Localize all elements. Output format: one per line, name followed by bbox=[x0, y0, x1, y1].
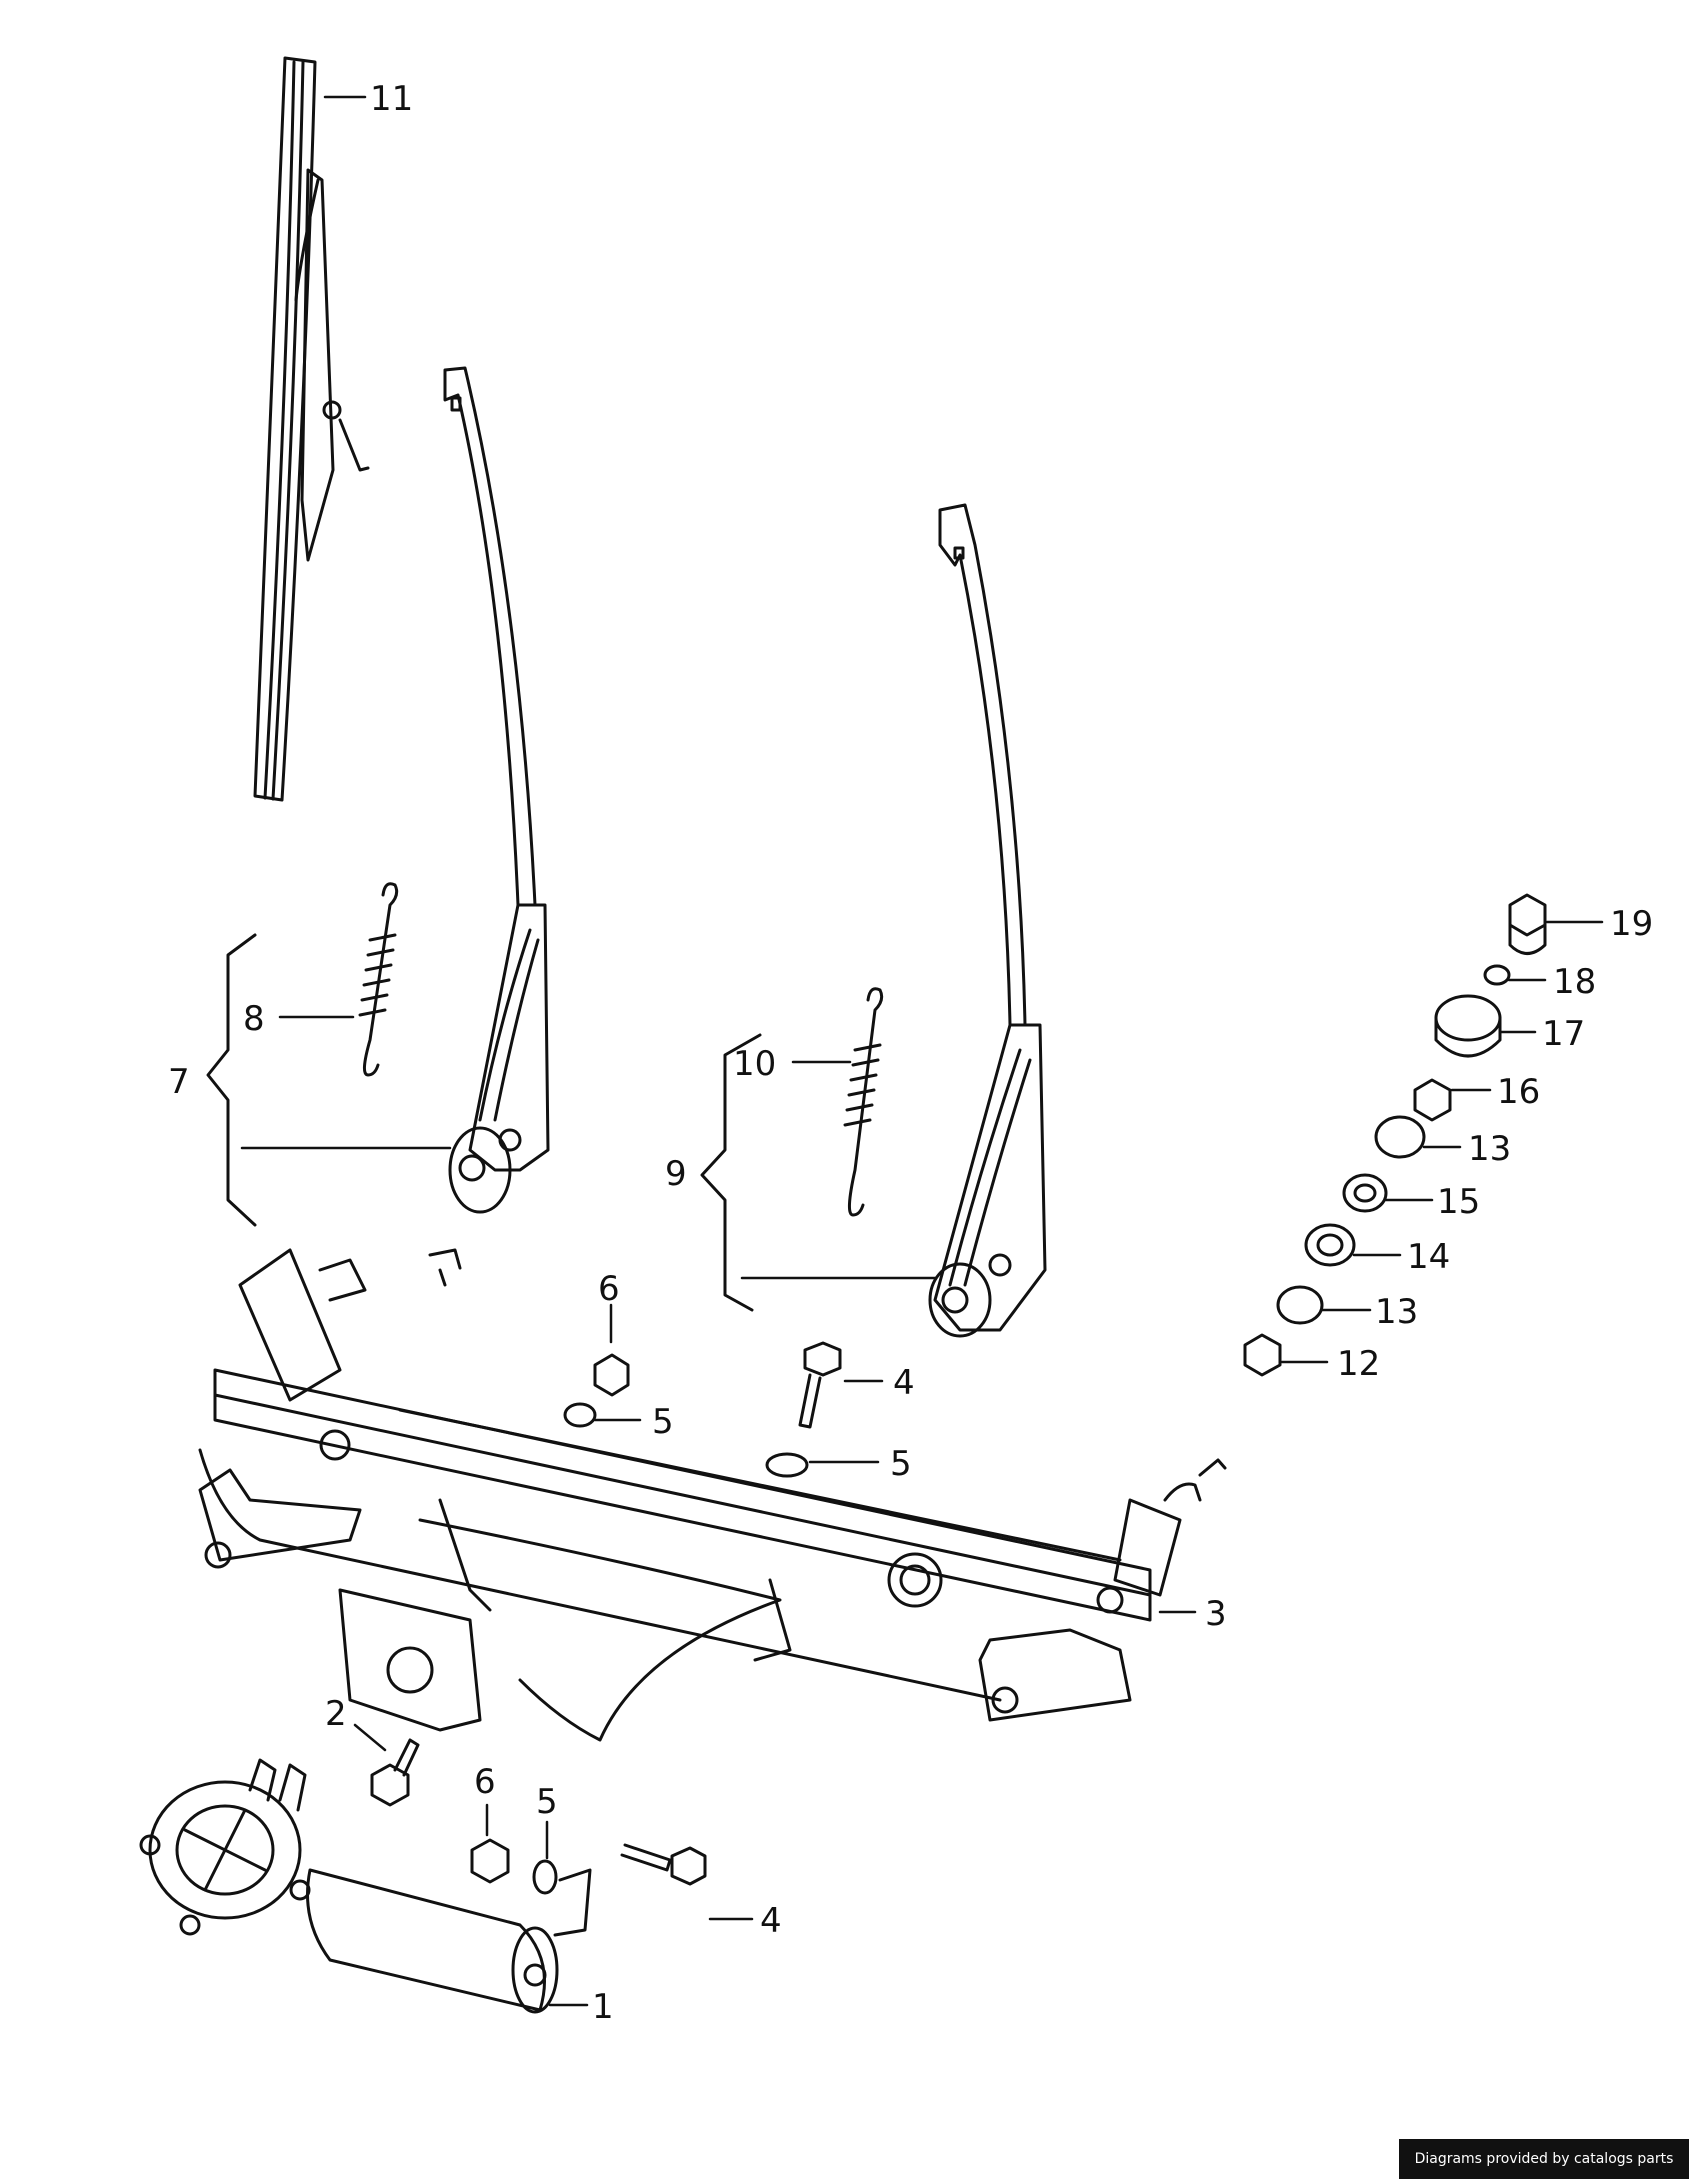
wiper-blade bbox=[253, 56, 370, 802]
callout-12: 12 bbox=[1337, 1344, 1380, 1384]
callout-9: 9 bbox=[665, 1154, 687, 1194]
wiper-motor bbox=[139, 1758, 592, 2014]
callout-15: 15 bbox=[1437, 1182, 1480, 1222]
callout-4-lower: 4 bbox=[760, 1901, 782, 1941]
bushing-14 bbox=[1304, 1223, 1356, 1267]
callout-16: 16 bbox=[1497, 1072, 1540, 1112]
nut-12 bbox=[1243, 1333, 1282, 1377]
callout-1: 1 bbox=[592, 1987, 614, 2027]
nut-6-lower bbox=[470, 1838, 510, 1884]
washer-13-lower bbox=[1276, 1285, 1324, 1325]
callout-13-upper: 13 bbox=[1468, 1129, 1511, 1169]
bracket-9 bbox=[700, 1033, 762, 1312]
callout-5-upper: 5 bbox=[652, 1402, 674, 1442]
bolt-4-upper bbox=[798, 1341, 842, 1429]
callout-6-lower: 6 bbox=[474, 1762, 496, 1802]
callout-11: 11 bbox=[370, 79, 413, 119]
callout-7: 7 bbox=[168, 1062, 190, 1102]
washer-18 bbox=[1483, 964, 1511, 986]
footer-credit[interactable]: Diagrams provided by catalogs parts bbox=[1399, 2139, 1689, 2179]
callout-10: 10 bbox=[733, 1044, 776, 1084]
callout-18: 18 bbox=[1553, 962, 1596, 1002]
washer-5-upper bbox=[563, 1402, 597, 1428]
callout-3: 3 bbox=[1205, 1594, 1227, 1634]
washer-5-center bbox=[765, 1452, 809, 1478]
callout-13-lower: 13 bbox=[1375, 1292, 1418, 1332]
bolt-2 bbox=[370, 1738, 420, 1807]
callout-4-upper: 4 bbox=[893, 1363, 915, 1403]
washer-13-upper bbox=[1374, 1115, 1426, 1159]
spacer-17 bbox=[1434, 994, 1502, 1058]
callout-5-lower: 5 bbox=[536, 1782, 558, 1822]
wiper-arm-right bbox=[928, 503, 1047, 1338]
callout-14: 14 bbox=[1407, 1237, 1450, 1277]
spring-right bbox=[843, 987, 884, 1217]
callout-labels: 11 8 7 10 9 6 5 4 5 3 2 6 5 4 1 12 13 14… bbox=[168, 79, 1653, 2027]
bracket-7 bbox=[206, 933, 257, 1227]
nut-16 bbox=[1413, 1078, 1452, 1122]
callout-8: 8 bbox=[243, 999, 265, 1039]
callout-19: 19 bbox=[1610, 904, 1653, 944]
washer-15 bbox=[1342, 1173, 1388, 1213]
cap-nut-19 bbox=[1508, 893, 1547, 955]
spring-left bbox=[358, 882, 399, 1077]
callout-17: 17 bbox=[1542, 1014, 1585, 1054]
nut-6-upper bbox=[593, 1353, 630, 1397]
linkage-frame bbox=[198, 1248, 1227, 1742]
wiper-arm-left bbox=[443, 366, 550, 1214]
callout-2: 2 bbox=[325, 1694, 347, 1734]
callout-5-center: 5 bbox=[890, 1444, 912, 1484]
washer-5-lower bbox=[532, 1859, 558, 1895]
leader-lines bbox=[240, 95, 1604, 2007]
bolt-4-lower bbox=[620, 1843, 707, 1886]
callout-6-upper: 6 bbox=[598, 1269, 620, 1309]
